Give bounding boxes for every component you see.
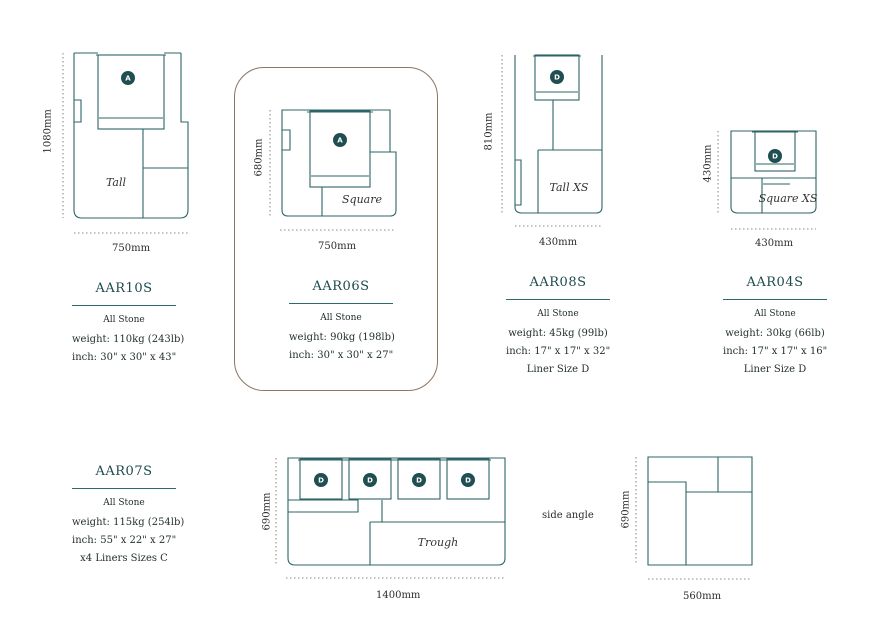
weight: weight: 90kg (198lb): [289, 332, 395, 343]
product-info-aar04s: AAR04S All Stone weight: 30kg (66lb) inc…: [723, 275, 827, 379]
square-xs-height: 430mm: [702, 144, 714, 183]
square-xs-planter-drawing: Square XS D: [717, 130, 818, 230]
svg-text:D: D: [772, 153, 778, 161]
svg-text:D: D: [367, 477, 373, 485]
material: All Stone: [103, 315, 145, 325]
product-code: AAR10S: [95, 281, 153, 296]
tall-planter-drawing: Tall A: [62, 52, 189, 234]
trough-height: 690mm: [261, 492, 273, 531]
divider: [723, 299, 827, 300]
inch-size: inch: 17" x 17" x 16": [723, 346, 828, 357]
divider: [506, 299, 610, 300]
product-info-aar08s: AAR08S All Stone weight: 45kg (99lb) inc…: [506, 275, 610, 379]
square-xs-width: 430mm: [755, 238, 794, 249]
side-width: 560mm: [683, 591, 722, 602]
svg-text:D: D: [465, 477, 471, 485]
material: All Stone: [754, 309, 796, 319]
tall-xs-height: 810mm: [483, 112, 495, 151]
tall-xs-width: 430mm: [539, 237, 578, 248]
liner-d-icon: [550, 70, 564, 84]
liner-a-icon: [121, 71, 135, 85]
tall-xs-label: Tall XS: [550, 181, 589, 194]
material: All Stone: [103, 498, 145, 508]
product-info-aar07s: AAR07S All Stone weight: 115kg (254lb) i…: [72, 464, 185, 568]
product-info-aar06s: AAR06S All Stone weight: 90kg (198lb) in…: [289, 279, 395, 365]
liner-d-icon: [363, 473, 377, 487]
square-label: Square: [342, 193, 382, 206]
weight: weight: 30kg (66lb): [725, 328, 825, 339]
side-angle-label: side angle: [542, 510, 594, 521]
product-code: AAR07S: [95, 464, 153, 479]
selected-product-card[interactable]: [234, 67, 438, 391]
inch-size: inch: 55" x 22" x 27": [72, 535, 177, 546]
inch-size: inch: 17" x 17" x 32": [506, 346, 611, 357]
square-height: 680mm: [253, 138, 265, 177]
product-code: AAR08S: [529, 275, 587, 290]
weight: weight: 45kg (99lb): [508, 328, 608, 339]
liner-d-icon: [768, 149, 782, 163]
side-height: 690mm: [620, 490, 632, 529]
liner-size: x4 Liners Sizes C: [80, 553, 168, 564]
trough-label: Trough: [418, 536, 458, 549]
svg-text:D: D: [318, 477, 324, 485]
divider: [289, 303, 393, 304]
trough-planter-drawing: Trough D D D D: [275, 457, 506, 579]
liner-size: Liner Size D: [743, 364, 807, 375]
inch-size: inch: 30" x 30" x 27": [289, 350, 394, 361]
material: All Stone: [537, 309, 579, 319]
square-width: 750mm: [318, 241, 357, 252]
square-xs-label: Square XS: [759, 192, 818, 205]
tall-xs-planter-drawing: Tall XS D: [501, 54, 603, 227]
tall-height: 1080mm: [42, 109, 54, 154]
product-info-aar10s: AAR10S All Stone weight: 110kg (243lb) i…: [72, 281, 185, 367]
liner-d-icon: [412, 473, 426, 487]
divider: [72, 305, 176, 306]
tall-width: 750mm: [112, 243, 151, 254]
material: All Stone: [320, 313, 362, 323]
trough-width: 1400mm: [376, 590, 421, 601]
liner-size: Liner Size D: [526, 364, 590, 375]
side-angle-drawing: [635, 456, 753, 580]
svg-text:A: A: [337, 137, 343, 145]
inch-size: inch: 30" x 30" x 43": [72, 352, 177, 363]
weight: weight: 110kg (243lb): [72, 334, 185, 345]
liner-d-icon: [461, 473, 475, 487]
svg-text:D: D: [554, 74, 560, 82]
svg-text:D: D: [416, 477, 422, 485]
liner-d-icon: [314, 473, 328, 487]
tall-label: Tall: [106, 176, 127, 189]
product-code: AAR06S: [312, 279, 370, 294]
product-code: AAR04S: [746, 275, 804, 290]
square-planter-drawing: Square A: [269, 109, 397, 231]
weight: weight: 115kg (254lb): [72, 517, 185, 528]
liner-a-icon: [333, 133, 347, 147]
divider: [72, 488, 176, 489]
liner-a-text: A: [125, 75, 131, 83]
